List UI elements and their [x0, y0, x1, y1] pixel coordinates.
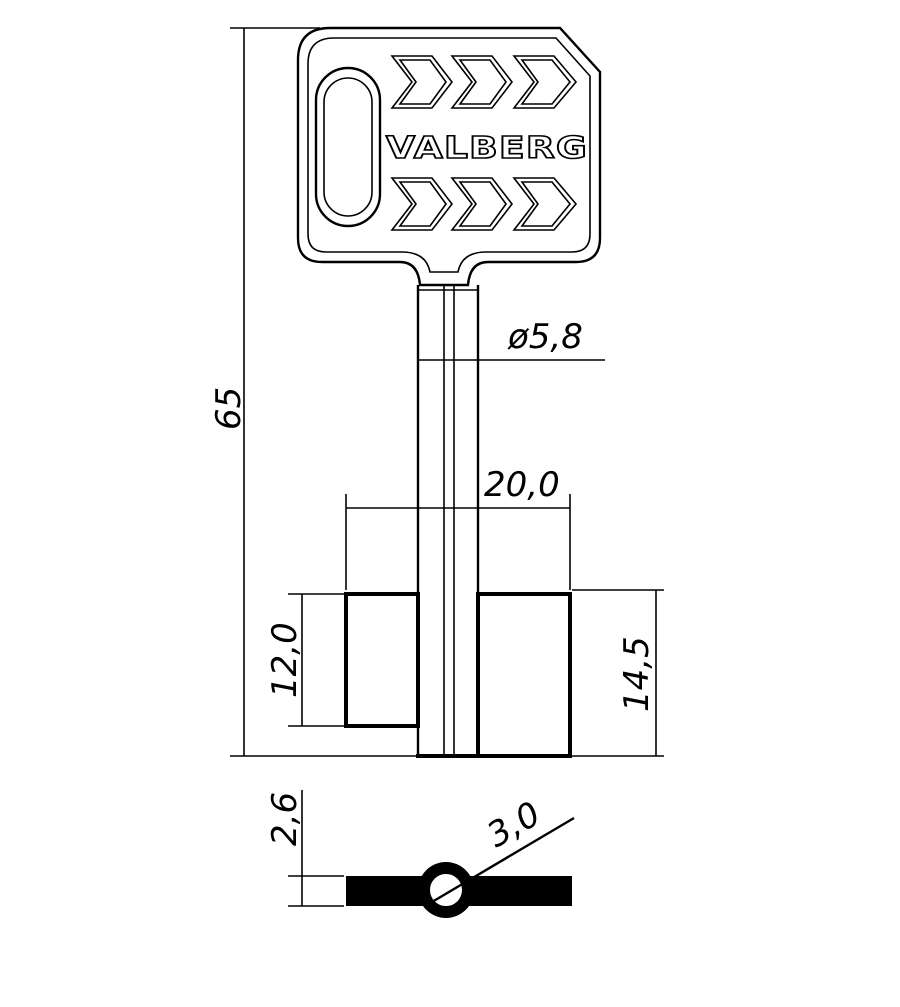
dimension-bit-height-left: 12,0	[265, 593, 344, 727]
dimension-bit-height-right: 14,5	[572, 589, 664, 757]
chevron-icon	[390, 55, 454, 109]
dimension-label-overall-length: 65	[209, 387, 249, 430]
bit-left	[344, 592, 420, 728]
bit-right	[476, 592, 572, 758]
key-profile-section: 3,0	[346, 794, 575, 918]
chevron-icon	[450, 55, 514, 109]
leader-line-profile-diameter	[431, 816, 575, 904]
head-outline	[296, 26, 602, 287]
dimension-shank-diameter: ø5,8	[418, 317, 605, 361]
key-shank	[416, 285, 480, 758]
key-bits	[344, 592, 572, 758]
dimension-profile-thickness: 2,6	[265, 790, 344, 907]
dimension-overall-length: 65	[209, 27, 416, 757]
chevron-icon	[512, 55, 578, 109]
dimension-bit-width: 20,0	[345, 465, 571, 590]
dimension-label-bit-height-right: 14,5	[617, 636, 657, 712]
chevron-icon	[520, 181, 572, 227]
chevron-icon	[450, 177, 514, 231]
key-ring-hole-inner	[323, 77, 373, 217]
dimension-label-profile-diameter: 3,0	[481, 794, 548, 856]
chevron-icon	[458, 59, 507, 105]
chevron-icon-row-top	[390, 55, 578, 109]
brand-logo-text: VALBERG	[386, 131, 588, 166]
chevron-icon	[458, 181, 507, 227]
dimension-label-bit-height-left: 12,0	[265, 622, 305, 698]
dimension-label-shank-diameter: ø5,8	[507, 317, 583, 357]
dimension-label-profile-thickness: 2,6	[265, 792, 305, 846]
chevron-icon	[512, 177, 578, 231]
chevron-icon	[390, 177, 454, 231]
dimension-label-bit-width: 20,0	[484, 465, 560, 505]
head-inner-outline	[307, 37, 591, 273]
chevron-icon-row-bottom	[390, 177, 578, 231]
key-ring-hole	[314, 66, 382, 228]
key-head: VALBERG	[296, 26, 602, 287]
chevron-icon	[520, 59, 572, 105]
chevron-icon	[398, 59, 447, 105]
chevron-icon	[398, 181, 447, 227]
